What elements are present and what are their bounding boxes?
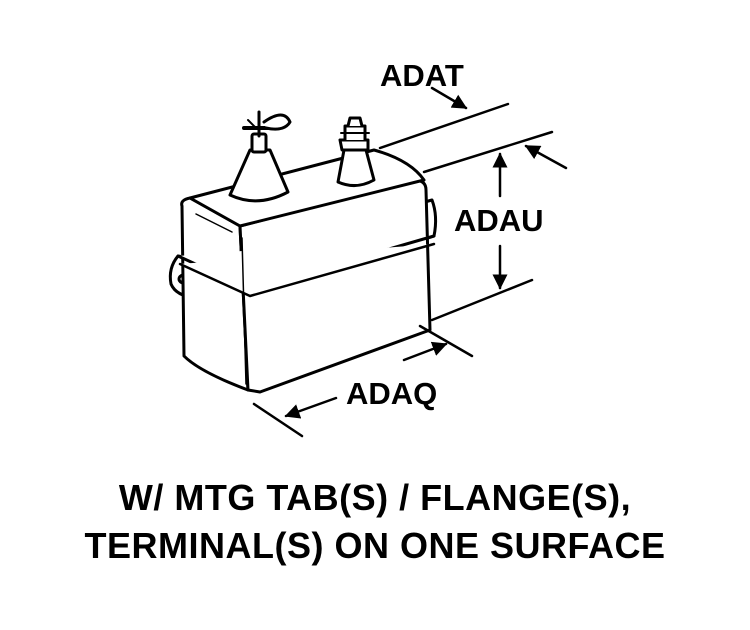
capacitor-body xyxy=(176,148,436,394)
terminal-right xyxy=(336,116,376,187)
terminal-left xyxy=(228,110,292,203)
caption-line-1: W/ MTG TAB(S) / FLANGE(S), xyxy=(118,477,632,518)
dimension-label-adaq: ADAQ xyxy=(346,376,438,411)
dimension-adau xyxy=(430,152,534,322)
caption-line-2: TERMINAL(S) ON ONE SURFACE xyxy=(84,525,666,566)
dimension-adat xyxy=(378,86,568,174)
dimension-label-adat: ADAT xyxy=(380,58,464,93)
dimension-adaq xyxy=(252,324,474,438)
body-front-face xyxy=(180,196,250,392)
dimension-label-adau: ADAU xyxy=(454,203,544,238)
